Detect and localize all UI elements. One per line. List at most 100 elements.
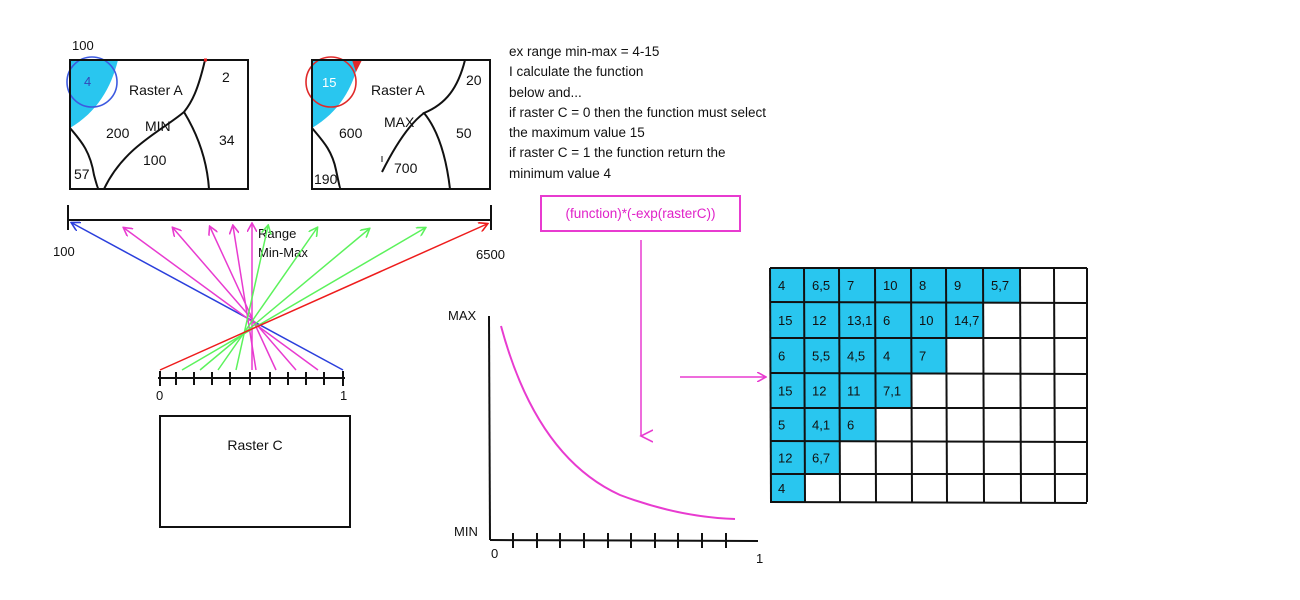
decay-plot-x-right-label: 1 [756, 551, 763, 566]
raster-max-value: 700 [394, 160, 418, 176]
grid-cell-value: 6,5 [812, 278, 830, 293]
raster-max-value: 600 [339, 125, 363, 141]
raster-max-title: Raster A [371, 82, 425, 98]
grid-cell-filled [770, 441, 804, 474]
note-line: below and... [509, 84, 582, 100]
decay-plot: MAX MIN 0 1 [448, 308, 763, 566]
grid-cell-filled [983, 268, 1020, 302]
grid-column-line [803, 267, 806, 503]
grid-cell-filled [770, 408, 804, 441]
grid-cell-filled [839, 302, 875, 338]
function-label: (function)*(-exp(rasterC)) [565, 206, 716, 221]
grid-cell-value: 4,5 [847, 349, 865, 364]
c-axis-right-label: 1 [340, 388, 347, 403]
decay-plot-x-left-label: 0 [491, 546, 498, 561]
grid-cell-filled [770, 474, 804, 502]
mapping-arrows [72, 223, 487, 371]
grid-cell-filled [875, 338, 911, 373]
grid-column-line [769, 267, 772, 503]
raster-max: 15 Raster A MAX 20 600 50 700 190 [305, 56, 491, 190]
grid-cell-value: 4 [778, 278, 785, 293]
grid-column-line [1019, 267, 1022, 503]
grid-cell-filled [804, 441, 839, 474]
grid-cell-filled [770, 268, 804, 302]
grid-cell-value: 6,7 [812, 451, 830, 466]
raster-min-corner-value: 100 [72, 38, 94, 53]
grid-column-line [1053, 267, 1056, 503]
grid-cell-value: 4 [778, 481, 785, 496]
raster-min-operator: MIN [145, 118, 171, 134]
raster-min-value: 200 [106, 125, 130, 141]
range-axis-right-label: 6500 [476, 247, 505, 262]
grid-cell-filled [770, 373, 804, 408]
raster-min-value: 34 [219, 132, 235, 148]
raster-min-highlight-value: 4 [84, 74, 91, 89]
raster-max-frame [311, 59, 491, 190]
grid-column-line [945, 267, 948, 503]
note-line: ex range min-max = 4-15 [509, 44, 660, 59]
function-box: (function)*(-exp(rasterC)) [540, 195, 741, 232]
arrow-green [199, 229, 369, 371]
c-axis: 0 1 [156, 371, 347, 403]
output-grid-lines [769, 267, 1088, 504]
decay-plot-y-min-label: MIN [454, 524, 478, 539]
grid-cell-filled [911, 268, 946, 302]
raster-min-frame [69, 59, 249, 190]
arrow-green [217, 228, 317, 371]
raster-min: 100 4 Raster A MIN 2 200 34 100 57 [66, 38, 249, 190]
raster-min-highlight-circle [66, 56, 118, 108]
grid-cell-value: 7 [919, 349, 926, 364]
grid-cell-filled [946, 268, 983, 302]
grid-cell-value: 12 [812, 313, 826, 328]
grid-cell-filled [911, 338, 946, 373]
note-line: I calculate the function [509, 64, 644, 80]
decay-curve [500, 325, 736, 520]
grid-cell-value: 5,7 [991, 278, 1009, 293]
raster-max-highlight-circle [305, 56, 357, 108]
grid-cell-value: 12 [778, 451, 792, 466]
grid-cell-filled [875, 268, 911, 302]
grid-cell-value: 4 [883, 349, 890, 364]
raster-c-label: Raster C [227, 437, 283, 453]
grid-column-line [838, 267, 841, 503]
arrow-green [181, 228, 425, 371]
grid-cell-filled [875, 373, 911, 408]
range-axis-label: Min-Max [258, 245, 308, 260]
range-axis: 100 6500 Range Min-Max [53, 205, 505, 262]
note-line: the maximum value 15 [509, 125, 645, 141]
grid-row-line [769, 440, 1088, 443]
note-line: if raster C = 1 the function return the [509, 145, 726, 161]
grid-cell-value: 5,5 [812, 349, 830, 364]
decay-plot-y-max-label: MAX [448, 308, 477, 323]
grid-cell-filled [911, 302, 946, 338]
range-axis-label: Range [258, 226, 296, 241]
grid-cell-filled [804, 338, 839, 373]
raster-max-highlight-value: 15 [322, 75, 336, 90]
grid-cell-value: 7 [847, 278, 854, 293]
arrow-red [159, 224, 487, 371]
grid-cell-filled [875, 302, 911, 338]
raster-max-operator: MAX [384, 114, 415, 130]
arrow-magenta [210, 227, 277, 371]
note-line: if raster C = 0 then the function must s… [509, 104, 767, 120]
grid-row-line [769, 501, 1088, 504]
grid-cell-value: 15 [778, 313, 792, 328]
grid-column-line [874, 267, 877, 503]
grid-cell-filled [804, 302, 839, 338]
raster-min-title: Raster A [129, 82, 183, 98]
grid-cell-value: 12 [812, 384, 826, 399]
grid-cell-value: 10 [883, 278, 897, 293]
raster-c-box: Raster C [159, 415, 351, 528]
grid-cell-value: 8 [919, 278, 926, 293]
raster-min-highlight-region [70, 60, 118, 128]
grid-cell-filled [839, 408, 875, 441]
grid-cell-filled [839, 373, 875, 408]
raster-min-value: 57 [74, 166, 90, 182]
raster-max-value: 20 [466, 72, 482, 88]
range-axis-left-label: 100 [53, 244, 75, 259]
grid-cell-value: 7,1 [883, 384, 901, 399]
grid-cell-value: 5 [778, 418, 785, 433]
grid-row-line [769, 372, 1088, 375]
output-grid-cells [770, 268, 1020, 502]
